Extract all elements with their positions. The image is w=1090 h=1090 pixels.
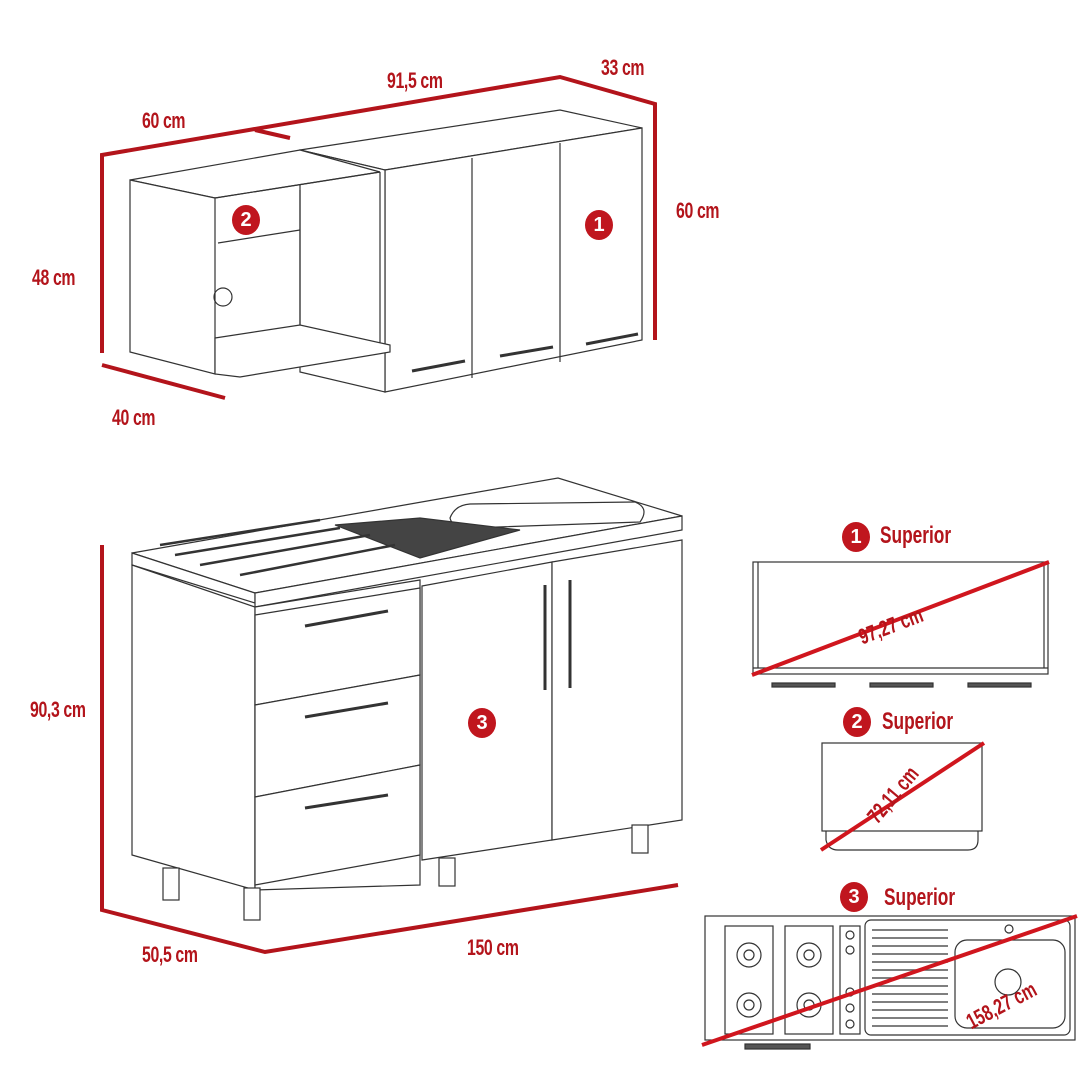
top-view-2 xyxy=(821,742,983,851)
top-view-1-title: Superior xyxy=(880,522,952,549)
top-view-3-title: Superior xyxy=(884,884,956,911)
diagonal-3 xyxy=(701,914,1078,1047)
upper-depth-left-label: 40 cm xyxy=(112,405,156,430)
badge-3-base: 3 xyxy=(468,708,496,738)
base-dimension-lines xyxy=(100,545,679,955)
upper-cabinet-drawing xyxy=(129,109,643,393)
badge-top-view-1: 1 xyxy=(842,522,870,552)
top-view-2-title: Superior xyxy=(882,708,954,735)
base-height-label: 90,3 cm xyxy=(30,697,86,722)
badge-top-view-3: 3 xyxy=(840,882,868,912)
base-depth-label: 50,5 cm xyxy=(142,942,198,967)
upper-width-total-label: 91,5 cm xyxy=(387,68,443,93)
diagonal-2 xyxy=(819,741,986,852)
upper-depth-right-label: 33 cm xyxy=(601,55,645,80)
upper-open-width-label: 60 cm xyxy=(142,108,186,133)
upper-height-left-label: 48 cm xyxy=(32,265,76,290)
upper-height-right-label: 60 cm xyxy=(676,198,720,223)
base-width-label: 150 cm xyxy=(467,935,519,960)
badge-2-upper: 2 xyxy=(232,205,260,235)
upper-dimension-lines xyxy=(100,74,657,400)
diagonal-1 xyxy=(751,560,1050,677)
base-cabinet-drawing xyxy=(131,477,683,921)
badge-top-view-2: 2 xyxy=(843,707,871,737)
badge-1-upper: 1 xyxy=(585,210,613,240)
